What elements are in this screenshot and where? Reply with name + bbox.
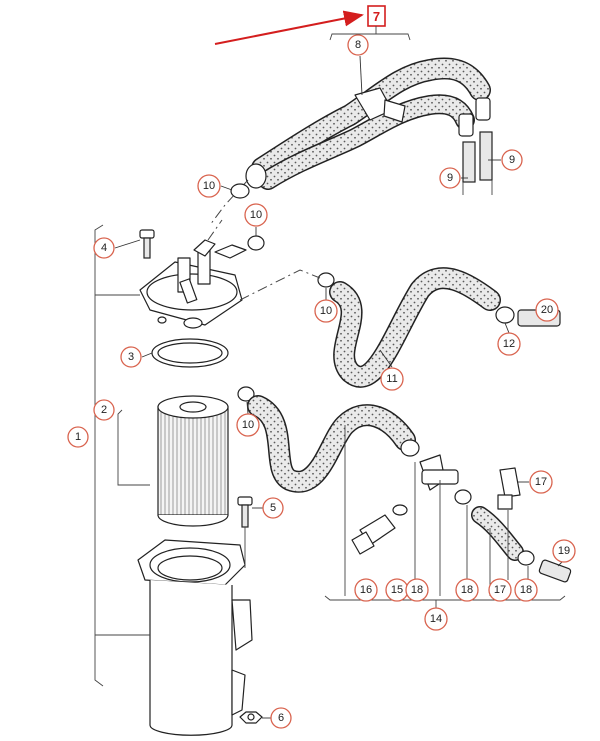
leader-lines [114,55,565,719]
svg-text:10: 10 [250,209,262,221]
svg-text:17: 17 [494,584,506,596]
callout-10a: 10 [197,174,221,198]
callout-2: 2 [93,399,115,421]
callout-4: 4 [93,237,115,259]
hose-14-assembly [247,395,572,610]
svg-text:9: 9 [447,172,453,184]
svg-text:10: 10 [203,180,215,192]
svg-text:15: 15 [391,584,403,596]
callout-9a: 9 [501,149,523,171]
filter-housing [137,539,253,736]
svg-text:2: 2 [101,404,107,416]
svg-text:12: 12 [503,338,515,350]
callout-17b: 17 [488,578,512,602]
svg-text:1: 1 [75,431,81,443]
callout-10b: 10 [244,203,268,227]
callout-8: 8 [347,34,369,56]
svg-text:9: 9 [509,154,515,166]
svg-text:18: 18 [411,584,423,596]
bracket-2 [117,409,150,486]
svg-text:3: 3 [128,351,134,363]
clamp-set-10 [230,183,335,402]
callout-19: 19 [552,539,576,563]
callout-18a: 18 [405,578,429,602]
svg-text:17: 17 [535,476,547,488]
callout-10d: 10 [236,413,260,437]
callout-14: 14 [424,607,448,631]
svg-text:6: 6 [278,712,284,724]
callout-12: 12 [497,332,521,356]
svg-text:11: 11 [386,373,397,385]
callout-16: 16 [354,578,378,602]
callout-15: 15 [385,578,409,602]
callout-18b: 18 [455,578,479,602]
svg-text:10: 10 [320,305,332,317]
callout-10c: 10 [314,299,338,323]
svg-text:14: 14 [430,613,442,625]
svg-text:18: 18 [461,584,473,596]
svg-text:10: 10 [242,419,254,431]
svg-text:5: 5 [270,502,276,514]
reference-label: 7 [373,9,380,24]
callout-9b: 9 [439,167,461,189]
screw-5 [237,496,253,568]
reference-bracket [329,33,411,41]
callout-5: 5 [262,497,284,519]
svg-text:16: 16 [360,584,372,596]
callout-17a: 17 [529,470,553,494]
callout-11: 11 [380,367,404,391]
callout-6: 6 [270,707,292,729]
nut-6 [239,711,263,724]
callout-20: 20 [535,298,559,322]
svg-text:18: 18 [520,584,532,596]
upper-hose-assembly [209,57,493,226]
svg-text:19: 19 [558,545,570,557]
callout-3: 3 [120,346,142,368]
sealing-ring [151,338,229,368]
reference-box: 7 [367,5,386,27]
callout-18c: 18 [514,578,538,602]
svg-text:4: 4 [101,242,107,254]
bracket-1 [94,224,104,687]
reference-arrow [214,10,364,45]
svg-text:8: 8 [355,39,361,51]
filter-element [157,395,229,527]
screw-4 [139,229,155,259]
callout-1: 1 [67,426,89,448]
hose-11 [239,267,561,388]
filter-head [139,219,247,329]
svg-text:20: 20 [541,304,553,316]
